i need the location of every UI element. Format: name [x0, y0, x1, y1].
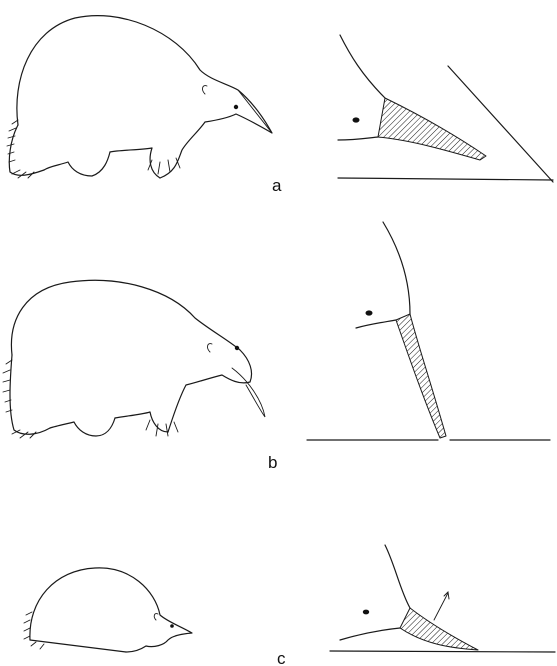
echidna-c-eye [170, 624, 174, 628]
panel-label-b: b [268, 453, 277, 472]
panel-label-c: c [277, 649, 286, 666]
echidna-b-body [3, 280, 265, 438]
panel-a: a [7, 16, 553, 195]
head-detail-c-eye [363, 610, 369, 615]
echidna-c-body [24, 568, 192, 652]
panel-b: b [3, 222, 550, 472]
echidna-a-body [7, 16, 272, 178]
echidna-b-eye [235, 346, 239, 350]
head-detail-c [330, 545, 555, 652]
echidna-a-eye [234, 105, 238, 109]
arrow-shaft [434, 593, 448, 620]
panel-label-a: a [272, 176, 282, 195]
panel-c: c [24, 545, 555, 666]
head-detail-b-eye [366, 310, 373, 315]
head-detail-a-eye [353, 117, 360, 122]
head-detail-b [307, 222, 550, 440]
head-detail-a [338, 35, 553, 182]
